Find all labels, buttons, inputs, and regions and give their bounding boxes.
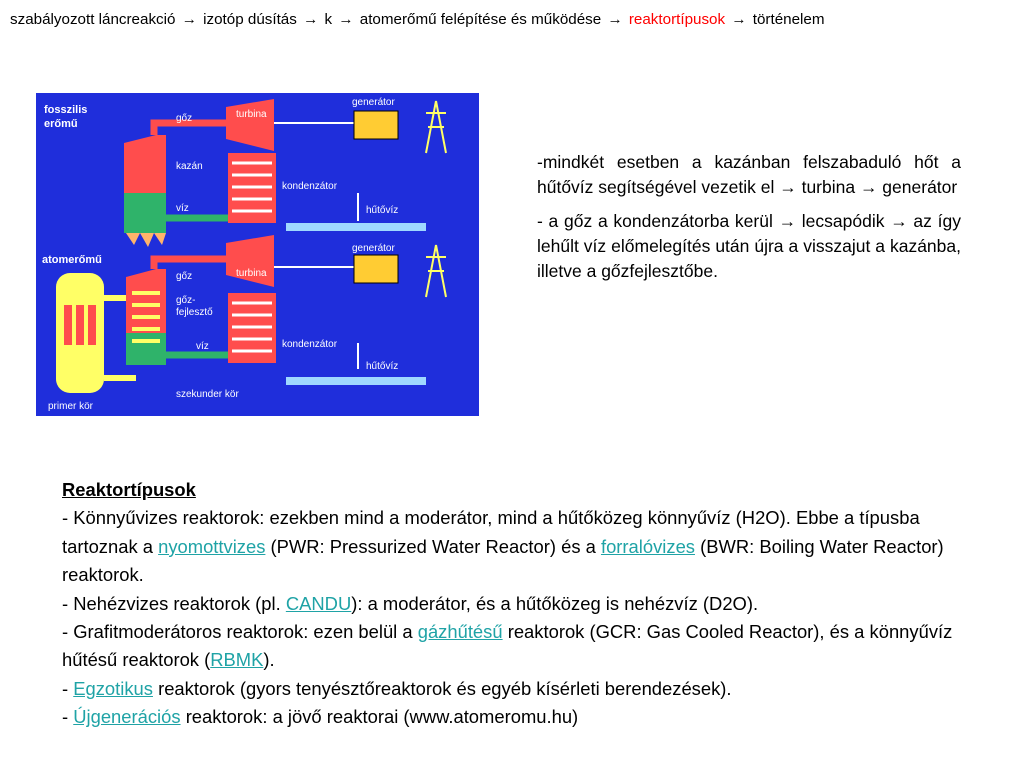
link-ujgeneracios[interactable]: Újgenerációs: [73, 706, 181, 728]
breadcrumb-item-tortenelem[interactable]: történelem: [752, 11, 825, 28]
link-candu[interactable]: CANDU: [285, 592, 352, 614]
nuclear-cooling-label: hűtővíz: [366, 361, 398, 372]
fossil-turbine-label: turbina: [236, 109, 267, 120]
text-fragment: - Nehézvizes reaktorok (pl.: [62, 592, 286, 614]
fossil-generator-label: generátor: [352, 97, 395, 108]
text-fragment: -: [62, 677, 74, 699]
link-gazhutesu[interactable]: gázhűtésű: [417, 621, 503, 643]
nuclear-condenser-coils: [232, 301, 272, 353]
power-pylon-icon: [425, 100, 447, 154]
breadcrumb-item-atomeromu[interactable]: atomerőmű felépítése és működése: [359, 11, 602, 28]
steam-gen-label-line2: fejlesztő: [176, 307, 213, 318]
reactor-fuel-rod: [88, 305, 96, 345]
text-fragment: - Grafitmoderátoros reaktorok: ezen belü…: [62, 621, 418, 643]
reactor-type-light-water: - Könnyűvizes reaktorok: ezekben mind a …: [62, 504, 974, 589]
reactor-type-exotic: - Egzotikus reaktorok (gyors tenyésztőre…: [62, 675, 974, 703]
fossil-title-line1: fosszilis: [44, 104, 87, 116]
breadcrumb-separator: →: [303, 11, 319, 28]
text-fragment: (PWR: Pressurized Water Reactor) és a: [265, 535, 601, 557]
breadcrumb-item-izotop-dusitas[interactable]: izotóp dúsítás: [203, 11, 297, 28]
fossil-boiler-label: kazán: [176, 161, 203, 172]
fossil-cooling-label: hűtővíz: [366, 205, 398, 216]
link-forralovizes[interactable]: forralóvizes: [600, 535, 695, 557]
breadcrumb-item-lancreakcio[interactable]: szabályozott láncreakció: [10, 11, 176, 28]
reactor-type-heavy-water: - Nehézvizes reaktorok (pl. CANDU): a mo…: [62, 590, 974, 618]
breadcrumb-separator: →: [181, 11, 197, 28]
text-fragment: -: [62, 706, 74, 728]
nuclear-steam-label: gőz: [176, 271, 192, 282]
nuclear-water-label: víz: [196, 341, 209, 352]
power-plant-diagram: fosszilis erőmű kazán gőz turbina generá…: [36, 93, 479, 416]
reactor-type-graphite: - Grafitmoderátoros reaktorok: ezen belü…: [62, 618, 974, 675]
fossil-condenser-label: kondenzátor: [282, 181, 338, 192]
flame-icon: [126, 233, 166, 247]
steam-generator-coils: [132, 291, 160, 343]
power-plant-diagram-svg: fosszilis erőmű kazán gőz turbina generá…: [42, 97, 447, 412]
text-fragment: reaktorok: a jövő reaktorai (www.atomero…: [180, 706, 579, 728]
fossil-steam-pipe: [150, 119, 228, 135]
fossil-condenser-coils: [232, 161, 272, 213]
breadcrumb-separator: →: [731, 11, 747, 28]
fossil-turbine: [226, 99, 274, 151]
nuclear-cooling-water-surface: [286, 377, 426, 385]
reactor-fuel-rod: [64, 305, 72, 345]
side-paragraph-2: - a gőz a kondenzátorba kerül → lecsapód…: [537, 211, 961, 281]
boiler-water-section: [124, 193, 166, 233]
nuclear-turbine-label: turbina: [236, 268, 267, 279]
nuclear-turbine: [226, 235, 274, 287]
breadcrumb: szabályozott láncreakció → izotóp dúsítá…: [10, 10, 1014, 30]
side-description: -mindkét esetben a kazánban felszabaduló…: [537, 150, 961, 293]
text-fragment: - Könnyűvizes reaktorok: ezekben mind a …: [62, 507, 920, 557]
reactor-fuel-rod: [76, 305, 84, 345]
reactor-types-section: Reaktortípusok - Könnyűvizes reaktorok: …: [62, 476, 974, 732]
text-fragment: reaktorok (gyors tenyésztőreaktorok és e…: [152, 677, 732, 699]
fossil-title-line2: erőmű: [44, 118, 78, 130]
nuclear-title: atomerőmű: [42, 254, 102, 266]
link-egzotikus[interactable]: Egzotikus: [73, 677, 153, 699]
fossil-water-label: víz: [176, 203, 189, 214]
nuclear-generator: [353, 254, 399, 284]
steam-generator-water: [126, 333, 166, 365]
section-heading: Reaktortípusok: [62, 479, 196, 500]
fossil-steam-label: gőz: [176, 113, 192, 124]
breadcrumb-separator: →: [338, 11, 354, 28]
link-nyomottvizes[interactable]: nyomottvizes: [158, 535, 266, 557]
breadcrumb-item-k[interactable]: k: [324, 11, 333, 28]
text-fragment: reaktorok (GCR: Gas Cooled Reactor), és …: [62, 621, 953, 671]
nuclear-condenser-label: kondenzátor: [282, 339, 338, 350]
fossil-cooling-water-surface: [286, 223, 426, 231]
reactor-type-new-generation: - Újgenerációs reaktorok: a jövő reaktor…: [62, 703, 974, 731]
nuclear-steam-pipe: [150, 255, 228, 269]
text-fragment: ): a moderátor, és a hűtőközeg is nehézv…: [351, 592, 759, 614]
secondary-circuit-label: szekunder kör: [176, 389, 239, 400]
power-pylon-icon: [425, 244, 447, 298]
steam-gen-label-line1: gőz-: [176, 295, 195, 306]
breadcrumb-item-reaktortipusok[interactable]: reaktortípusok: [628, 11, 726, 28]
side-paragraph-1: -mindkét esetben a kazánban felszabaduló…: [537, 152, 961, 197]
fossil-generator: [353, 110, 399, 140]
primary-circuit-label: primer kör: [48, 401, 94, 412]
breadcrumb-separator: →: [607, 11, 623, 28]
text-fragment: (BWR: Boiling Water Reactor) reaktorok.: [62, 535, 944, 586]
link-rbmk[interactable]: RBMK: [210, 649, 264, 671]
text-fragment: ).: [263, 649, 275, 671]
nuclear-generator-label: generátor: [352, 243, 395, 254]
